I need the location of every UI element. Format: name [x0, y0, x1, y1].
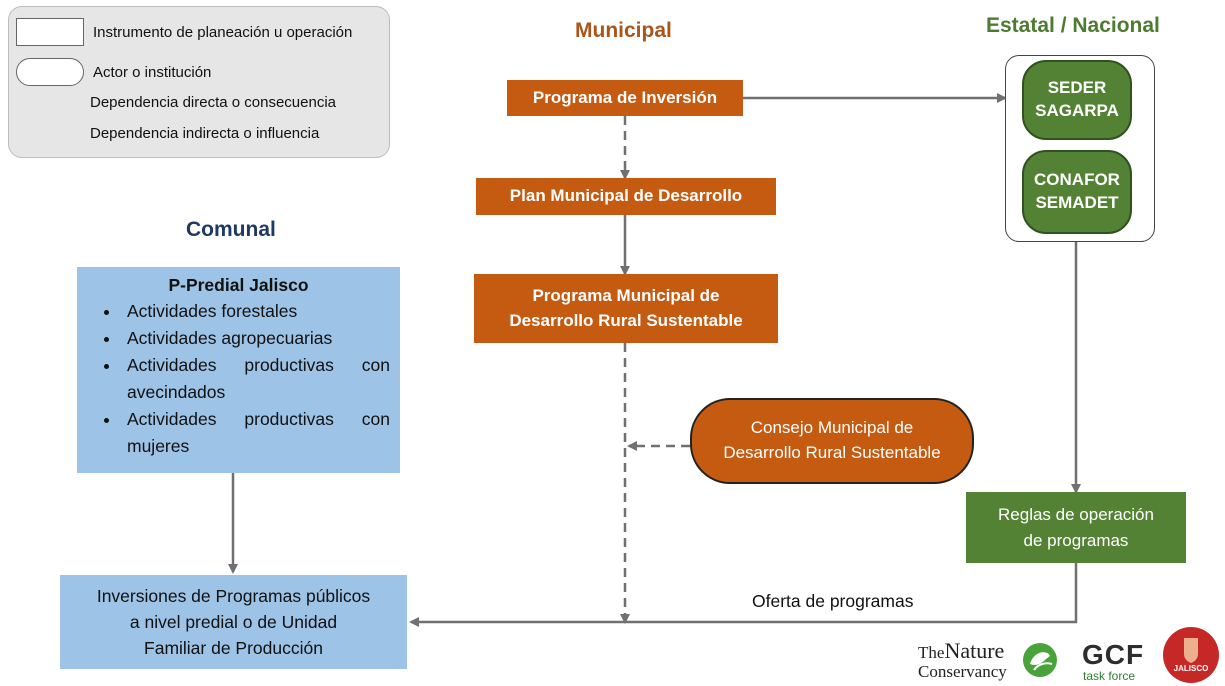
conafor-semadet-oval: CONAFOR SEMADET — [1022, 150, 1132, 234]
legend-actor-label: Actor o institución — [93, 64, 212, 81]
plan-municipal-box: Plan Municipal de Desarrollo — [476, 178, 776, 215]
programa-inversion-box: Programa de Inversión — [507, 80, 743, 116]
gcf-logo: GCF task force — [1080, 639, 1150, 685]
oferta-label: Oferta de programas — [752, 591, 914, 611]
reglas-line2: de programas — [1023, 530, 1129, 550]
oval2-line1: CONAFOR — [1034, 170, 1120, 190]
programa-rural-line2: Desarrollo Rural Sustentable — [509, 310, 743, 330]
activity-item: Actividades forestales — [121, 298, 390, 325]
reglas-line1: Reglas de operación — [998, 505, 1154, 524]
p-predial-box: P-Predial Jalisco Actividades forestales… — [77, 267, 400, 473]
legend-rounded-swatch — [16, 58, 84, 86]
inversiones-box: Inversiones de Programas públicos a nive… — [60, 575, 407, 669]
inversiones-line2: a nivel predial o de Unidad — [129, 611, 338, 632]
tnc-word-nature: Nature — [944, 638, 1005, 663]
jalisco-logo: JALISCO — [1162, 626, 1220, 684]
reglas-operacion-box: Reglas de operación de programas — [966, 492, 1186, 563]
heading-municipal: Municipal — [575, 19, 672, 42]
activity-list: Actividades forestales Actividades agrop… — [87, 298, 390, 461]
consejo-line2: Desarrollo Rural Sustentable — [723, 443, 941, 462]
tnc-logo: TheNature Conservancy — [918, 640, 1058, 684]
legend-direct-label: Dependencia directa o consecuencia — [90, 94, 336, 111]
gcf-text: GCF — [1082, 639, 1145, 670]
p-predial-title: P-Predial Jalisco — [168, 275, 309, 295]
inversiones-line3: Familiar de Producción — [144, 638, 323, 659]
oval1-line1: SEDER — [1047, 78, 1107, 98]
activity-item: Actividades productivas con avecindados — [121, 352, 390, 406]
inversiones-line1: Inversiones de Programas públicos — [96, 585, 371, 606]
seder-sagarpa-oval: SEDER SAGARPA — [1022, 60, 1132, 140]
programa-rural-box: Programa Municipal de Desarrollo Rural S… — [474, 274, 778, 343]
tnc-word-conservancy: Conservancy — [918, 662, 1007, 681]
arrow-reglas-to-inversiones — [409, 563, 1078, 627]
programa-rural-line1: Programa Municipal de — [532, 285, 720, 305]
legend-rect-swatch — [16, 18, 84, 46]
tnc-word-the: The — [918, 643, 945, 662]
activity-item: Actividades productivas con mujeres — [121, 406, 390, 460]
legend-instrument-label: Instrumento de planeación u operación — [93, 24, 353, 41]
legend-indirect-label: Dependencia indirecta o influencia — [90, 125, 320, 142]
oval1-line2: SAGARPA — [1035, 101, 1119, 120]
heading-comunal: Comunal — [186, 218, 276, 241]
consejo-line1: Consejo Municipal de — [750, 418, 914, 438]
jalisco-seal-icon — [1163, 627, 1219, 683]
gcf-subtext: task force — [1083, 669, 1136, 683]
jalisco-text: JALISCO — [1173, 664, 1209, 673]
oval2-line2: SEMADET — [1035, 193, 1119, 212]
consejo-municipal-oval: Consejo Municipal de Desarrollo Rural Su… — [690, 398, 974, 484]
heading-estatal-nacional: Estatal / Nacional — [986, 14, 1160, 37]
tnc-leaf-icon — [1023, 643, 1057, 677]
activity-item: Actividades agropecuarias — [121, 325, 390, 352]
